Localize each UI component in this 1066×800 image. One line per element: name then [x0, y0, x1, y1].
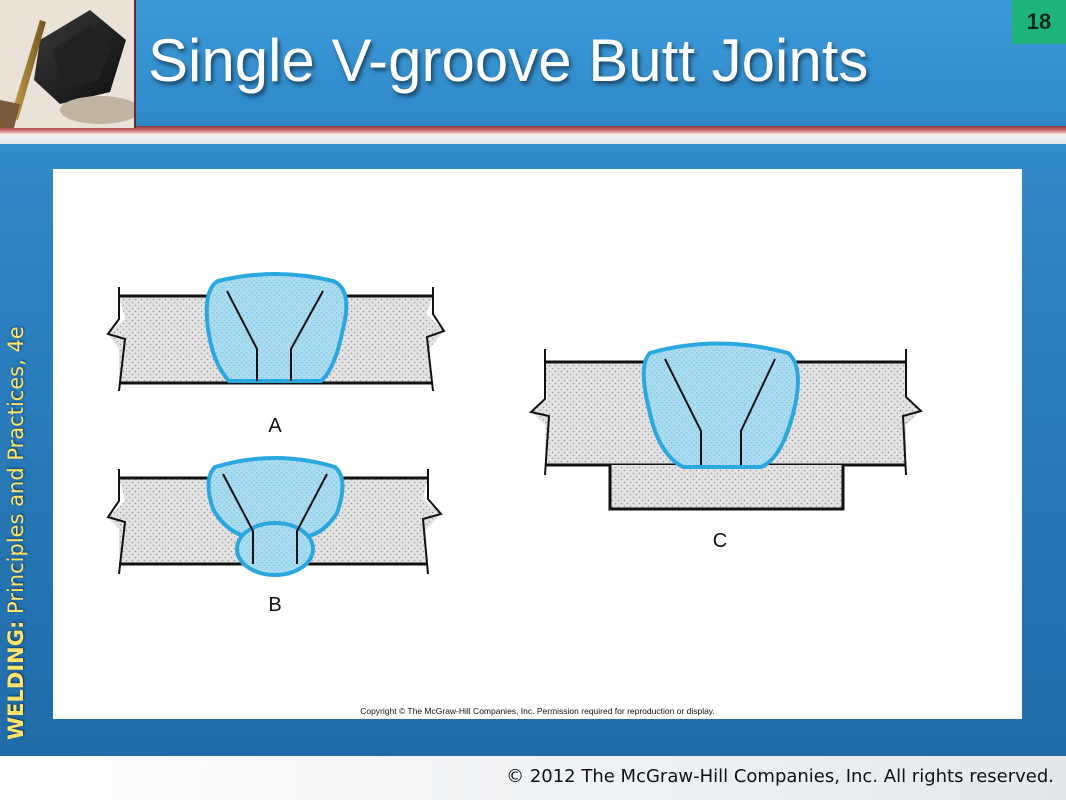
book-title-rest: Principles and Practices, 4e [4, 326, 28, 621]
joint-c-label: C [713, 530, 727, 552]
weld-joint-diagram: A B [106, 272, 923, 616]
joint-b-back-weld [235, 521, 315, 577]
footer-bar: © 2012 The McGraw-Hill Companies, Inc. A… [0, 756, 1066, 800]
figure-copyright: Copyright © The McGraw-Hill Companies, I… [360, 706, 715, 716]
joint-b-label: B [268, 594, 281, 616]
title-bar-underline [0, 134, 1066, 144]
joint-b-top-weld [206, 456, 345, 539]
footer-copyright: © 2012 The McGraw-Hill Companies, Inc. A… [506, 766, 1054, 787]
title-bar-stripe [0, 126, 1066, 134]
joint-a-groove [226, 290, 258, 381]
welding-helmet-icon [0, 0, 134, 128]
joint-a-weld [204, 272, 349, 383]
joint-c: C [528, 341, 923, 552]
joint-a-label: A [268, 415, 282, 437]
book-title-vertical: WELDING: Principles and Practices, 4e [4, 326, 28, 740]
book-title-bold: WELDING: [4, 620, 28, 740]
slide-number-badge: 18 [1012, 0, 1066, 44]
figure-panel: A B [53, 169, 1022, 719]
welding-logo-image [0, 0, 136, 128]
joint-a: A [106, 272, 446, 437]
joint-b: B [106, 456, 443, 616]
title-bar [0, 0, 1066, 128]
joint-c-weld [641, 341, 800, 469]
joint-c-backing-strip [608, 465, 845, 511]
slide-title: Single V-groove Butt Joints [148, 27, 869, 94]
